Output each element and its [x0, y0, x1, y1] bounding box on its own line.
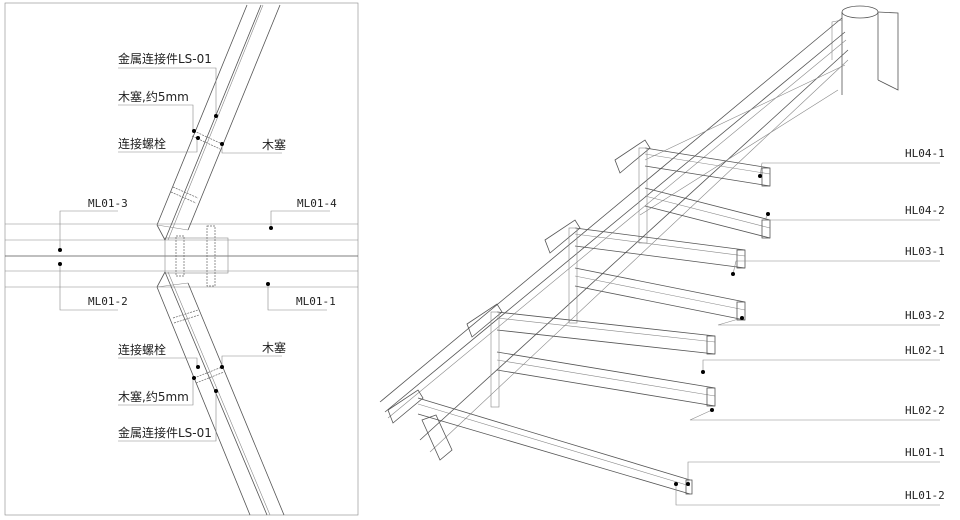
callout-plug-bottom: 木塞: [220, 340, 286, 369]
leader-dot: [731, 272, 735, 276]
callout-hl01-2: HL01-2: [674, 482, 945, 506]
callout-hl03-1: HL03-1: [731, 245, 945, 276]
leader-dot: [740, 316, 744, 320]
callout-ml01-4: ML01-4: [269, 197, 337, 230]
callout-bolt-top: 连接螺栓: [118, 136, 200, 153]
callout-ml01-2: ML01-2: [58, 262, 128, 311]
main-beams: [5, 223, 358, 288]
step-callouts: HL04-1HL04-2HL03-1HL03-2HL02-1HL02-2HL01…: [674, 147, 945, 506]
label-plug-bottom: 木塞: [262, 340, 286, 355]
callout-plug-5mm-bottom: 木塞,约5mm: [118, 376, 196, 406]
detail-frame: [4, 2, 359, 516]
label-bolt-bottom: 连接螺栓: [118, 342, 166, 357]
label-hl04-1: HL04-1: [905, 147, 945, 160]
label-hl02-2: HL02-2: [905, 404, 945, 417]
step-4: [614, 139, 771, 244]
callout-ml01-1: ML01-1: [266, 282, 336, 311]
label-connector-bottom: 金属连接件LS-01: [118, 425, 212, 440]
label-ml01-3: ML01-3: [88, 197, 128, 210]
label-connector-top: 金属连接件LS-01: [118, 51, 212, 66]
label-hl03-2: HL03-2: [905, 309, 945, 322]
label-hl01-1: HL01-1: [905, 446, 945, 459]
callout-connector-top: 金属连接件LS-01: [118, 51, 218, 118]
column: [831, 5, 899, 95]
label-hl01-2: HL01-2: [905, 489, 945, 502]
callout-bolt-bottom: 连接螺栓: [118, 342, 200, 369]
step-2: [466, 303, 716, 408]
stringers: [379, 17, 849, 461]
callout-plug-top: 木塞: [220, 137, 286, 154]
callout-hl04-1: HL04-1: [758, 147, 945, 178]
callout-hl02-2: HL02-2: [689, 404, 945, 421]
leader-dot: [701, 370, 705, 374]
callout-hl03-2: HL03-2: [717, 309, 945, 326]
callout-hl04-2: HL04-2: [764, 204, 945, 221]
leader-dot: [686, 482, 690, 486]
label-bolt-top: 连接螺栓: [118, 136, 166, 151]
label-hl02-1: HL02-1: [905, 344, 945, 357]
label-hl03-1: HL03-1: [905, 245, 945, 258]
label-ml01-4: ML01-4: [297, 197, 337, 210]
callout-hl01-1: HL01-1: [686, 446, 945, 486]
step-3: [544, 219, 746, 324]
leader-dot: [758, 174, 762, 178]
label-plug-top: 木塞: [262, 137, 286, 152]
leader-dot: [710, 408, 714, 412]
leader-dot: [766, 212, 770, 216]
label-ml01-1: ML01-1: [296, 295, 336, 308]
isometric-stair-frame: HL04-1HL04-2HL03-1HL03-2HL02-1HL02-2HL01…: [379, 5, 945, 506]
callout-connector-bottom: 金属连接件LS-01: [118, 389, 218, 442]
label-ml01-2: ML01-2: [88, 295, 128, 308]
step-1: [387, 389, 693, 495]
steps: [387, 139, 771, 495]
joint-detail-plan: 金属连接件LS-01 木塞,约5mm 连接螺栓 木塞 ML01-3 ML01-4…: [4, 2, 359, 516]
label-hl04-2: HL04-2: [905, 204, 945, 217]
callout-hl02-1: HL02-1: [701, 344, 945, 374]
callout-ml01-3: ML01-3: [58, 197, 128, 252]
label-plug-5mm-bottom: 木塞,约5mm: [118, 389, 189, 404]
callout-plug-5mm-top: 木塞,约5mm: [118, 89, 196, 133]
leader-dot: [674, 482, 678, 486]
label-plug-5mm-top: 木塞,约5mm: [118, 89, 189, 104]
